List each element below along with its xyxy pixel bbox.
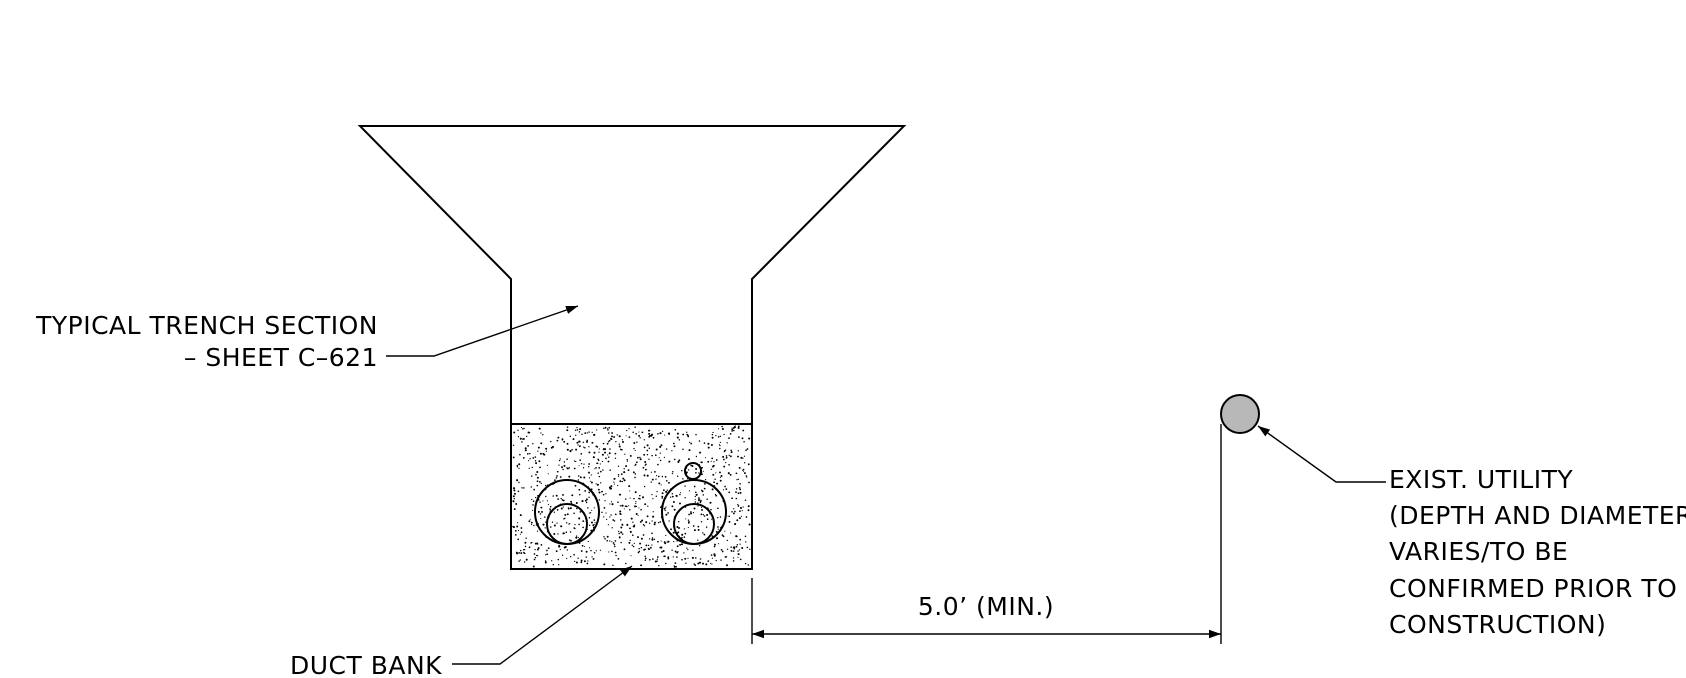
utility-label-line4: CONFIRMED PRIOR TO [1389,574,1677,603]
trench-outline [357,125,907,570]
existing-utility-circle [1220,394,1260,434]
conduit-outer-left [534,479,600,545]
conduit-inner-right [673,503,715,545]
utility-label-line5: CONSTRUCTION) [1389,610,1606,639]
conduit-group-left [534,479,600,545]
utility-label-line3: VARIES/TO BE [1389,537,1568,566]
utility-label-line1: EXIST. UTILITY [1389,465,1573,494]
conduit-group-right [661,462,727,545]
trench-label-line2: – SHEET C–621 [184,343,378,372]
trench-leader [386,305,579,357]
conduit-outer-right [661,479,727,545]
duct-bank-label: DUCT BANK [290,651,442,678]
conduit-small [684,462,702,480]
dimension-label: 5.0’ (MIN.) [918,592,1054,621]
duct-bank-stipple [512,425,751,568]
utility-label-line2: (DEPTH AND DIAMETER [1389,501,1686,530]
duct-bank-leader [452,565,633,665]
utility-leader [1257,425,1386,483]
conduit-inner-left [546,503,588,545]
trench-label-line1: TYPICAL TRENCH SECTION [35,311,378,340]
